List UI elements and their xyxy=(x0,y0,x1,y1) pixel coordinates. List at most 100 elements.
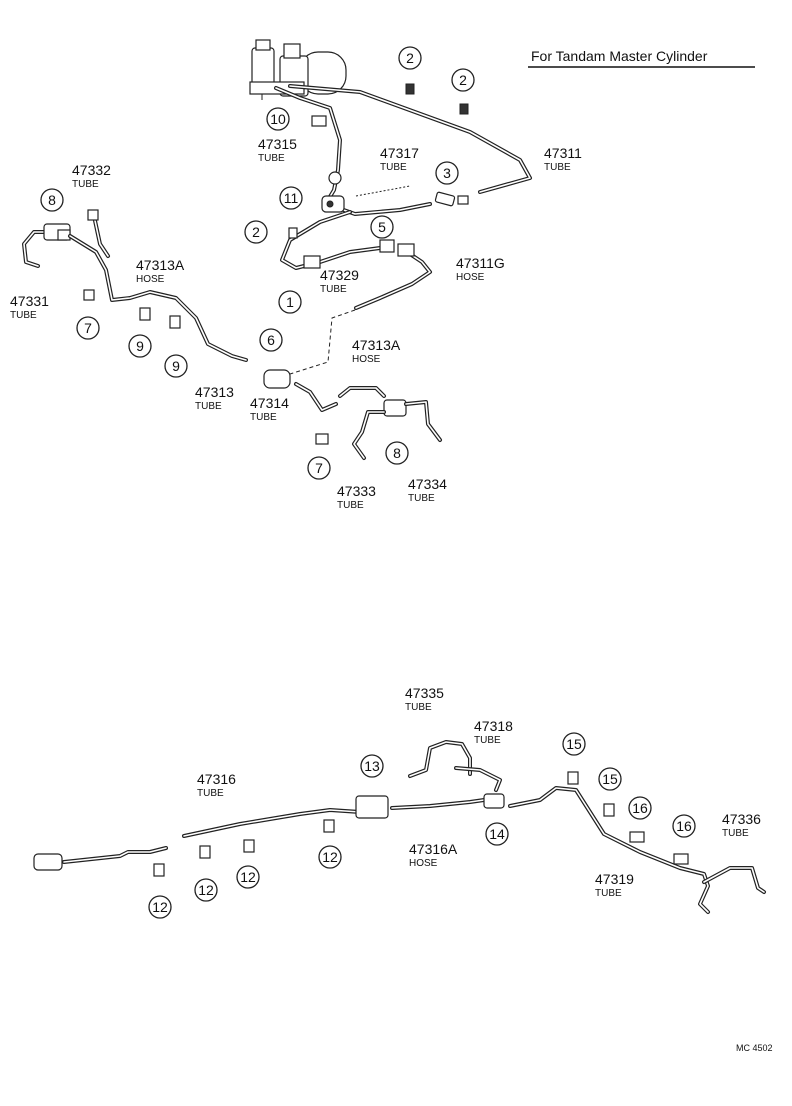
ref-circle xyxy=(259,328,283,352)
fitting-14 xyxy=(483,793,505,809)
part-number-47329: 47329 xyxy=(320,267,359,283)
clips-12 xyxy=(153,819,335,877)
ref-number: 1 xyxy=(286,294,294,310)
ref-circle xyxy=(598,767,622,791)
ref-number: 3 xyxy=(443,165,451,181)
ref-callout-16: 16 xyxy=(628,796,652,820)
ref-number: 15 xyxy=(566,736,582,752)
ref-number: 2 xyxy=(252,224,260,240)
part-number-47335: 47335 xyxy=(405,685,444,701)
ref-number: 14 xyxy=(489,826,505,842)
ref-callout-15: 15 xyxy=(598,767,622,791)
fitting-rear-left xyxy=(33,853,63,871)
part-number-47336: 47336 xyxy=(722,811,761,827)
ref-callout-12: 12 xyxy=(148,895,172,919)
clips-16 xyxy=(629,831,689,865)
part-number-47311: 47311 xyxy=(544,145,582,161)
part-type-47315: TUBE xyxy=(258,153,285,164)
ref-callout-12: 12 xyxy=(236,865,260,889)
part-type-47329: TUBE xyxy=(320,284,347,295)
tube-47334-line xyxy=(404,400,442,442)
fitting-6 xyxy=(263,369,291,389)
ref-number: 12 xyxy=(152,899,168,915)
fitting-8-center xyxy=(383,399,407,417)
ref-callout-5: 5 xyxy=(370,215,394,239)
part-type-47331: TUBE xyxy=(10,310,37,321)
hose-47313a-left-line xyxy=(68,234,248,362)
ref-circle xyxy=(435,161,459,185)
ref-callout-6: 6 xyxy=(259,328,283,352)
ref-circle xyxy=(485,822,509,846)
part-type-47313A_b: HOSE xyxy=(352,354,381,365)
ref-circle xyxy=(307,456,331,480)
tube-47317-line xyxy=(336,185,432,216)
fitting-3 xyxy=(434,191,469,207)
ref-callout-12: 12 xyxy=(194,878,218,902)
hose-47311g-line xyxy=(354,248,432,310)
ref-callout-2: 2 xyxy=(244,220,268,244)
ref-callout-2: 2 xyxy=(451,68,475,92)
ref-number: 2 xyxy=(406,50,414,66)
ref-circle xyxy=(128,334,152,358)
part-type-47311G: HOSE xyxy=(456,272,485,283)
ref-callout-13: 13 xyxy=(360,754,384,778)
ref-number: 2 xyxy=(459,72,467,88)
part-number-47333: 47333 xyxy=(337,483,376,499)
part-number-47316A: 47316A xyxy=(409,841,458,857)
ref-number: 12 xyxy=(322,849,338,865)
clip-2c xyxy=(288,227,298,239)
part-number-47313: 47313 xyxy=(195,384,234,400)
ref-callout-11: 11 xyxy=(279,186,303,210)
ref-number: 12 xyxy=(198,882,214,898)
fitting-11 xyxy=(321,195,345,213)
ref-number: 6 xyxy=(267,332,275,348)
part-type-47319: TUBE xyxy=(595,888,622,899)
ref-callout-3: 3 xyxy=(435,161,459,185)
fitting-1 xyxy=(303,255,321,269)
tube-47332-line xyxy=(87,209,110,258)
ref-number: 16 xyxy=(676,818,692,834)
clip-7-left xyxy=(83,289,95,301)
ref-circle xyxy=(244,220,268,244)
tube-47331-line xyxy=(22,230,52,268)
tube-47319-line xyxy=(508,786,710,914)
tube-47315-line xyxy=(274,86,342,202)
ref-circle xyxy=(385,441,409,465)
tube-47333-line xyxy=(352,410,386,460)
part-type-47316A: HOSE xyxy=(409,858,438,869)
ref-circle xyxy=(672,814,696,838)
part-number-47316: 47316 xyxy=(197,771,236,787)
tube-47311-line xyxy=(288,84,532,194)
part-number-47313A_a: 47313A xyxy=(136,257,185,273)
part-type-47314: TUBE xyxy=(250,412,277,423)
clip-7-center xyxy=(315,433,329,445)
ref-circle xyxy=(318,845,342,869)
ref-callout-2: 2 xyxy=(398,46,422,70)
ref-number: 15 xyxy=(602,771,618,787)
part-type-47316: TUBE xyxy=(197,788,224,799)
clip-9b xyxy=(169,315,181,329)
ref-circle xyxy=(398,46,422,70)
part-type-47336: TUBE xyxy=(722,828,749,839)
clips-15 xyxy=(567,771,615,817)
part-number-47313A_b: 47313A xyxy=(352,337,401,353)
part-number-47332: 47332 xyxy=(72,162,111,178)
ref-callout-9: 9 xyxy=(164,354,188,378)
part-type-47332: TUBE xyxy=(72,179,99,190)
ref-number: 13 xyxy=(364,758,380,774)
part-number-47318: 47318 xyxy=(474,718,513,734)
tube-47329-line xyxy=(280,210,382,270)
part-number-47314: 47314 xyxy=(250,395,289,411)
ref-circle xyxy=(164,354,188,378)
ref-callout-10: 10 xyxy=(266,107,290,131)
ref-number: 9 xyxy=(136,338,144,354)
ref-callout-8: 8 xyxy=(40,188,64,212)
fitting-5 xyxy=(379,239,415,257)
part-type-47313: TUBE xyxy=(195,401,222,412)
drawing-code: MC 4502 xyxy=(736,1043,773,1053)
ref-circle xyxy=(266,107,290,131)
ref-circle xyxy=(148,895,172,919)
ref-number: 7 xyxy=(84,320,92,336)
ref-circle xyxy=(194,878,218,902)
